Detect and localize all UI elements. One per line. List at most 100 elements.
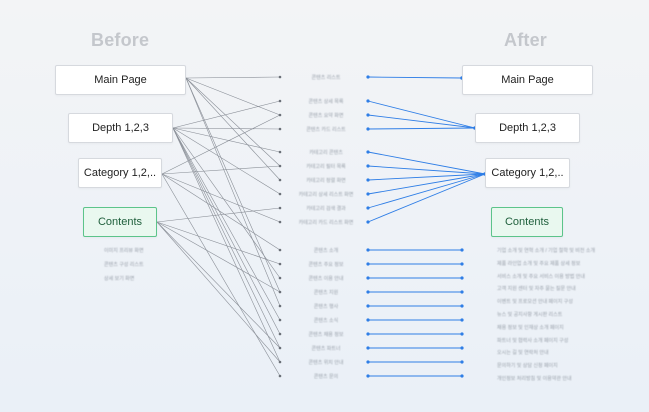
after-contents-subitem: 파트너 및 협력사 소개 페이지 구성 xyxy=(497,337,569,344)
after-contents-subitem: 오시는 길 및 연락처 안내 xyxy=(497,350,549,357)
after-depth-node: Depth 1,2,3 xyxy=(475,113,580,143)
connector-dot xyxy=(278,248,282,252)
before-connection-line xyxy=(161,114,281,175)
after-contents-subitem: 제품 라인업 소개 및 주요 제품 상세 정보 xyxy=(497,260,581,267)
middle-page-item: 콘텐츠 위치 안내 xyxy=(308,360,344,366)
connector-dot xyxy=(366,318,370,322)
connector-dot xyxy=(278,192,282,196)
connector-dot xyxy=(460,304,464,308)
before-connection-line xyxy=(172,100,281,129)
before-contents-subitem: 이미지 프리뷰 화면 xyxy=(104,248,144,254)
after-contents-subitem: 뉴스 및 공지사항 게시판 리스트 xyxy=(497,312,563,318)
before-connection-line xyxy=(172,127,281,363)
middle-page-item: 콘텐츠 파트너 xyxy=(311,346,341,352)
after-contents-node: Contents xyxy=(491,207,563,237)
connector-dot xyxy=(366,150,370,154)
before-connection-line xyxy=(172,127,281,130)
middle-page-item: 콘텐츠 행사 xyxy=(313,304,339,310)
before-contents-subitem: 콘텐츠 구성 리스트 xyxy=(104,262,144,268)
after-contents-subitem: 기업 소개 및 연혁 소개 / 기업 철학 및 비전 소개 xyxy=(497,248,596,254)
connector-dot xyxy=(278,304,282,308)
after-category-node: Category 1,2,.. xyxy=(485,158,570,188)
middle-page-item: 콘텐츠 상세 목록 xyxy=(308,99,344,105)
connector-dot xyxy=(460,276,464,280)
connector-dot xyxy=(278,374,282,378)
before-heading: Before xyxy=(91,30,150,50)
before-depth-node: Depth 1,2,3 xyxy=(68,113,173,143)
before-connection-line xyxy=(156,221,281,265)
after-connection-line xyxy=(367,173,486,209)
connector-dot xyxy=(366,113,370,117)
after-contents-subitem: 채용 정보 및 인재상 소개 페이지 xyxy=(497,324,564,331)
connector-dot xyxy=(278,220,282,224)
connector-dot xyxy=(278,99,282,103)
after-contents-subitem: 문의하기 및 상담 신청 페이지 xyxy=(497,363,558,370)
connector-dot xyxy=(460,360,464,364)
before-connection-line xyxy=(156,221,281,363)
before-connection-line xyxy=(185,77,281,116)
connector-dot xyxy=(366,127,370,131)
middle-page-item: 콘텐츠 문의 xyxy=(313,374,339,380)
after-main-page-node: Main Page xyxy=(462,65,593,95)
before-connection-line xyxy=(172,127,281,195)
before-connection-line xyxy=(172,127,281,335)
before-connection-line xyxy=(185,77,281,167)
middle-page-item: 콘텐츠 소개 xyxy=(313,248,339,254)
middle-page-item: 콘텐츠 소식 xyxy=(313,318,339,324)
connector-dot xyxy=(366,262,370,266)
connector-dot xyxy=(460,374,464,378)
before-connection-line xyxy=(156,221,281,293)
after-contents-subitem: 개인정보 처리방침 및 이용약관 안내 xyxy=(497,376,572,382)
before-connection-line xyxy=(161,173,281,251)
connector-dot xyxy=(278,346,282,350)
connector-dot xyxy=(366,178,370,182)
before-connection-line xyxy=(185,77,281,181)
connector-dot xyxy=(366,164,370,168)
middle-page-item: 카테고리 정렬 화면 xyxy=(306,178,346,184)
connector-dot xyxy=(366,75,370,79)
before-connection-line xyxy=(185,77,281,307)
connector-dot xyxy=(460,290,464,294)
before-connection-line xyxy=(172,127,281,321)
connector-dot xyxy=(278,178,282,182)
before-connection-line xyxy=(161,173,281,377)
connector-dot xyxy=(366,304,370,308)
connector-dot xyxy=(278,150,282,154)
after-connection-line xyxy=(367,173,486,223)
connector-dot xyxy=(366,206,370,210)
connector-dot xyxy=(366,220,370,224)
before-connection-line xyxy=(172,127,281,349)
middle-page-item: 콘텐츠 리스트 xyxy=(311,75,341,81)
connector-dot xyxy=(460,346,464,350)
before-category-node: Category 1,2,.. xyxy=(78,158,162,188)
after-connection-line xyxy=(367,114,476,129)
before-connection-line xyxy=(172,127,281,153)
connector-dot xyxy=(366,346,370,350)
before-connection-line xyxy=(172,127,281,279)
middle-page-item: 콘텐츠 지원 xyxy=(313,290,339,296)
middle-page-item: 카테고리 필터 목록 xyxy=(306,164,346,170)
after-contents-subitem: 서비스 소개 및 주요 서비스 이용 방법 안내 xyxy=(497,273,585,280)
after-connection-line xyxy=(367,165,486,175)
middle-page-item: 카테고리 콘텐츠 xyxy=(309,150,343,156)
before-connection-line xyxy=(161,165,281,175)
middle-page-item: 콘텐츠 이용 안내 xyxy=(308,276,344,282)
connector-dot xyxy=(366,290,370,294)
after-heading: After xyxy=(504,30,548,50)
after-connection-line xyxy=(367,173,486,195)
connector-dot xyxy=(278,290,282,294)
connector-dot xyxy=(366,99,370,103)
connector-dot xyxy=(278,318,282,322)
middle-page-item: 카테고리 검색 결과 xyxy=(306,206,346,212)
after-connection-line xyxy=(367,76,463,79)
connector-dot xyxy=(366,192,370,196)
after-contents-subitem: 이벤트 및 프로모션 안내 페이지 구성 xyxy=(497,299,573,306)
connector-dot xyxy=(366,332,370,336)
before-connection-line xyxy=(161,173,281,223)
before-contents-node: Contents xyxy=(83,207,157,237)
connector-dot xyxy=(366,374,370,378)
after-connection-line xyxy=(367,127,476,130)
connector-dot xyxy=(460,262,464,266)
connector-dot xyxy=(366,360,370,364)
